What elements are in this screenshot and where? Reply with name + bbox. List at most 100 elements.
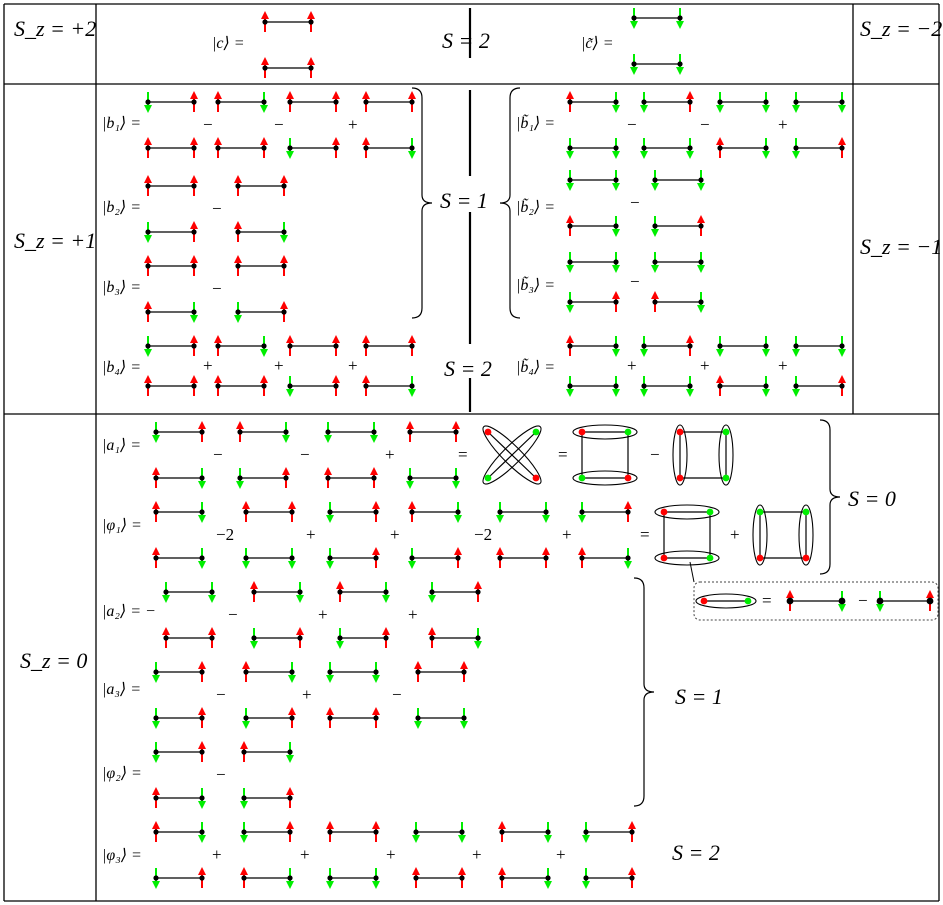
site-dot <box>532 474 540 482</box>
site-dot <box>624 474 632 482</box>
down-arrow-icon <box>686 151 694 159</box>
site-dot <box>583 875 589 881</box>
ket-b1: |b₁⟩ = <box>102 115 141 132</box>
operator-b1: − <box>203 115 213 134</box>
down-arrow-icon <box>406 481 414 489</box>
operator-a2: + <box>408 605 418 624</box>
site-dot <box>567 343 573 349</box>
site-dot <box>475 635 481 641</box>
up-arrow-icon <box>152 787 160 795</box>
site-dot <box>532 428 540 436</box>
down-arrow-icon <box>296 595 304 603</box>
operator-bt1: + <box>778 115 788 134</box>
up-arrow-icon <box>152 547 160 555</box>
up-arrow-icon <box>372 501 380 509</box>
site-dot <box>297 589 303 595</box>
up-arrow-icon <box>414 661 422 669</box>
up-arrow-icon <box>198 741 206 749</box>
site-dot <box>652 177 658 183</box>
down-arrow-icon <box>762 349 770 357</box>
site-dot <box>241 829 247 835</box>
down-arrow-icon <box>372 881 380 889</box>
down-arrow-icon <box>792 389 800 397</box>
site-dot <box>371 475 377 481</box>
site-dot <box>717 343 723 349</box>
site-dot <box>153 555 159 561</box>
up-arrow-icon <box>408 91 416 99</box>
up-arrow-icon <box>362 375 370 383</box>
down-arrow-icon <box>144 349 152 357</box>
site-dot <box>625 509 631 515</box>
up-arrow-icon <box>190 335 198 343</box>
s2-top-label: S = 2 <box>442 28 490 53</box>
site-dot <box>613 177 619 183</box>
up-arrow-icon <box>208 627 216 635</box>
down-arrow-icon <box>630 67 638 75</box>
down-arrow-icon <box>686 389 694 397</box>
operator-phi3: + <box>300 845 310 864</box>
site-dot <box>199 475 205 481</box>
site-dot <box>199 715 205 721</box>
up-arrow-icon <box>362 91 370 99</box>
operator-bt4: + <box>778 356 788 375</box>
down-arrow-icon <box>408 561 416 569</box>
up-arrow-icon <box>240 867 248 875</box>
site-dot <box>744 597 752 605</box>
site-dot <box>237 475 243 481</box>
site-dot <box>676 428 684 436</box>
site-dot <box>756 508 764 516</box>
down-arrow-icon <box>496 515 504 523</box>
site-dot <box>145 99 151 105</box>
down-arrow-icon <box>612 389 620 397</box>
down-arrow-icon <box>260 105 268 113</box>
s2-bottom-label: S = 2 <box>672 840 720 865</box>
down-arrow-icon <box>452 481 460 489</box>
down-arrow-icon <box>242 721 250 729</box>
s2-middle-label: S = 2 <box>444 356 492 381</box>
singlet-ellipse-icon <box>752 504 768 566</box>
down-arrow-icon <box>544 835 552 843</box>
site-dot <box>287 875 293 881</box>
up-arrow-icon <box>260 137 268 145</box>
site-dot <box>153 875 159 881</box>
brace-s0 <box>819 419 841 575</box>
up-arrow-icon <box>406 421 414 429</box>
down-arrow-icon <box>370 435 378 443</box>
site-dot <box>235 263 241 269</box>
down-arrow-icon <box>260 349 268 357</box>
site-dot <box>153 749 159 755</box>
operator-phi1: + <box>730 525 740 544</box>
site-dot <box>251 635 257 641</box>
site-dot <box>199 429 205 435</box>
up-arrow-icon <box>454 547 462 555</box>
sz-plus1-label: S_z = +1 <box>14 228 97 253</box>
ket-phi2: |φ₂⟩ = <box>102 765 142 782</box>
ket-b3-tilde: |b̃₃⟩ = <box>516 277 555 294</box>
site-dot <box>191 145 197 151</box>
up-arrow-icon <box>408 335 416 343</box>
ket-c-tilde: |c̃⟩ = <box>581 35 614 52</box>
site-dot <box>145 309 151 315</box>
operator-a1: + <box>385 445 395 464</box>
site-dot <box>415 715 421 721</box>
ket-b1-tilde: |b̃₁⟩ = <box>516 115 555 132</box>
site-dot <box>484 474 492 482</box>
up-arrow-icon <box>926 590 934 598</box>
site-dot <box>363 383 369 389</box>
site-dot <box>578 474 586 482</box>
up-arrow-icon <box>286 335 294 343</box>
site-dot <box>676 474 684 482</box>
down-arrow-icon <box>408 151 416 159</box>
down-arrow-icon <box>458 835 466 843</box>
operator-a2: + <box>318 605 328 624</box>
site-dot <box>308 65 314 71</box>
site-dot <box>327 715 333 721</box>
up-arrow-icon <box>542 547 550 555</box>
down-arrow-icon <box>640 105 648 113</box>
operator-phi3: + <box>212 845 222 864</box>
sz-minus2-label: S_z = −2 <box>860 16 943 41</box>
up-arrow-icon <box>282 467 290 475</box>
up-arrow-icon <box>697 215 705 223</box>
up-arrow-icon <box>326 821 334 829</box>
site-dot <box>153 795 159 801</box>
